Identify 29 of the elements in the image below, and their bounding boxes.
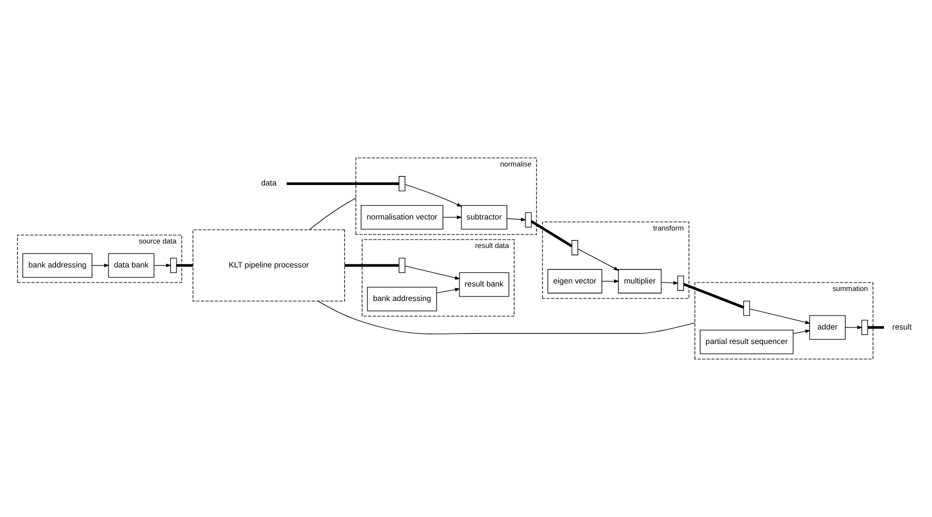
connector — [530, 220, 572, 248]
connector — [344, 264, 399, 267]
arrow — [578, 248, 620, 271]
arrow — [845, 326, 863, 330]
connector — [308, 198, 356, 230]
arrow — [404, 266, 460, 280]
node-bar — [398, 258, 406, 273]
node-bar — [861, 320, 868, 335]
node-bar — [525, 212, 532, 228]
arrow — [436, 288, 460, 294]
arrow — [404, 184, 462, 207]
arrow — [154, 264, 172, 268]
node-bar — [743, 300, 750, 316]
connector — [868, 326, 884, 329]
node-bar — [170, 258, 177, 273]
arrow — [602, 279, 620, 284]
arrow — [506, 218, 526, 222]
connector — [318, 300, 696, 334]
connector — [683, 282, 744, 309]
arrow — [661, 281, 679, 285]
arrow — [442, 215, 462, 220]
arrow — [749, 308, 811, 324]
node-bar — [572, 240, 578, 256]
connector — [176, 264, 193, 267]
connector — [286, 182, 400, 185]
node-bar — [398, 176, 406, 192]
node-bar — [677, 276, 684, 291]
arrow — [92, 264, 110, 268]
arrow — [792, 330, 811, 334]
